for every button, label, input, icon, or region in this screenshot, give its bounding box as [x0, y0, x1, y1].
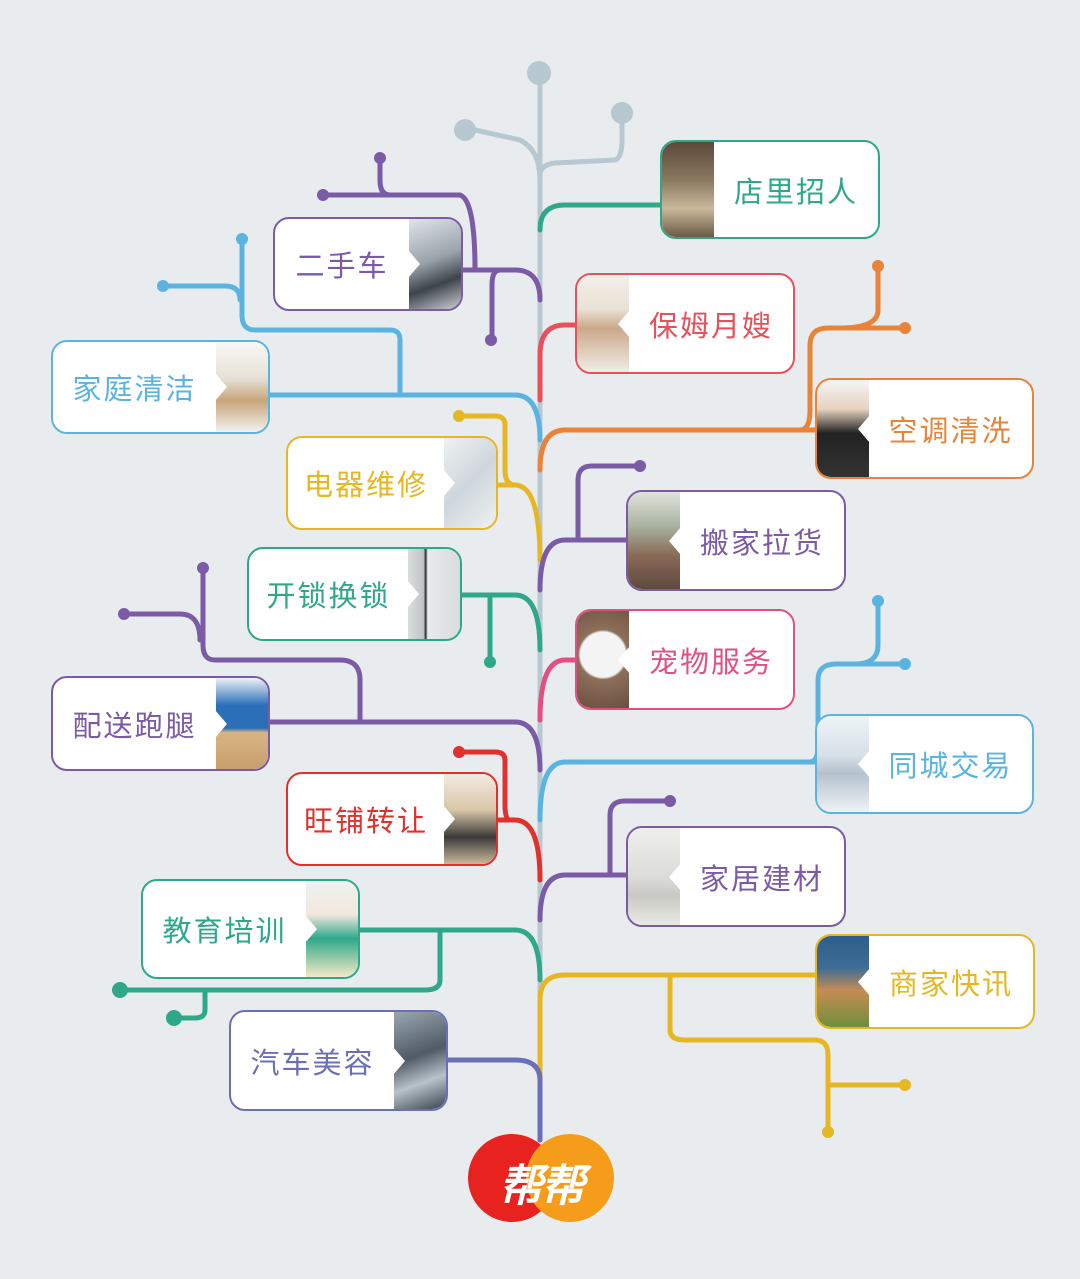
- node-label: 开锁换锁: [266, 579, 391, 613]
- handshake-photo-icon: [817, 716, 870, 812]
- vacuum-photo-icon: [443, 438, 496, 528]
- node-car-beauty[interactable]: 汽车美容: [229, 1010, 448, 1111]
- car-photo-icon: [408, 219, 461, 309]
- node-label: 宠物服务: [648, 644, 773, 679]
- node-label: 教育培训: [162, 914, 287, 948]
- node-delivery[interactable]: 配送跑腿: [51, 676, 270, 771]
- node-label: 配送跑腿: [72, 708, 197, 743]
- bangbang-logo: 帮帮: [468, 1134, 614, 1224]
- node-shop-transfer[interactable]: 旺铺转让: [286, 772, 498, 866]
- storefront-photo-icon: [817, 936, 870, 1027]
- node-label: 搬家拉货: [699, 525, 824, 560]
- courier-photo-icon: [215, 678, 268, 769]
- node-label: 空调清洗: [888, 413, 1013, 448]
- node-nanny[interactable]: 保姆月嫂: [575, 273, 795, 374]
- car-wash-photo-icon: [393, 1012, 446, 1109]
- node-label: 保姆月嫂: [648, 308, 773, 343]
- restaurant-photo-icon: [662, 142, 714, 237]
- node-label: 同城交易: [888, 749, 1013, 783]
- node-used-car[interactable]: 二手车: [273, 217, 463, 311]
- node-label: 家庭清洁: [72, 372, 197, 406]
- living-room-photo-icon: [628, 492, 681, 589]
- node-pet-service[interactable]: 宠物服务: [575, 609, 795, 710]
- node-label: 汽车美容: [250, 1045, 375, 1080]
- node-moving[interactable]: 搬家拉货: [626, 490, 846, 591]
- student-photo-icon: [305, 881, 358, 977]
- cat-photo-icon: [577, 611, 630, 708]
- technician-photo-icon: [817, 380, 870, 477]
- door-photo-icon: [407, 549, 460, 639]
- node-home-cleaning[interactable]: 家庭清洁: [51, 340, 270, 434]
- node-local-trade[interactable]: 同城交易: [815, 714, 1034, 814]
- node-label: 家居建材: [699, 861, 824, 896]
- node-label: 店里招人: [733, 174, 858, 209]
- cleaner-photo-icon: [215, 342, 268, 432]
- logo-text: 帮帮: [499, 1161, 585, 1212]
- nanny-photo-icon: [577, 275, 630, 372]
- node-merchant-news[interactable]: 商家快讯: [815, 934, 1035, 1029]
- node-label: 旺铺转让: [303, 804, 428, 838]
- logo-orange-circle: [526, 1134, 614, 1222]
- node-label: 商家快讯: [888, 966, 1013, 1001]
- node-appliance-repair[interactable]: 电器维修: [286, 436, 498, 530]
- interior-photo-icon: [628, 828, 681, 925]
- node-locksmith[interactable]: 开锁换锁: [247, 547, 462, 641]
- node-shop-hiring[interactable]: 店里招人: [660, 140, 880, 239]
- node-ac-cleaning[interactable]: 空调清洗: [815, 378, 1034, 479]
- shop-photo-icon: [443, 774, 496, 864]
- node-label: 二手车: [295, 249, 389, 283]
- node-education[interactable]: 教育培训: [141, 879, 360, 979]
- node-label: 电器维修: [303, 468, 428, 502]
- node-home-materials[interactable]: 家居建材: [626, 826, 846, 927]
